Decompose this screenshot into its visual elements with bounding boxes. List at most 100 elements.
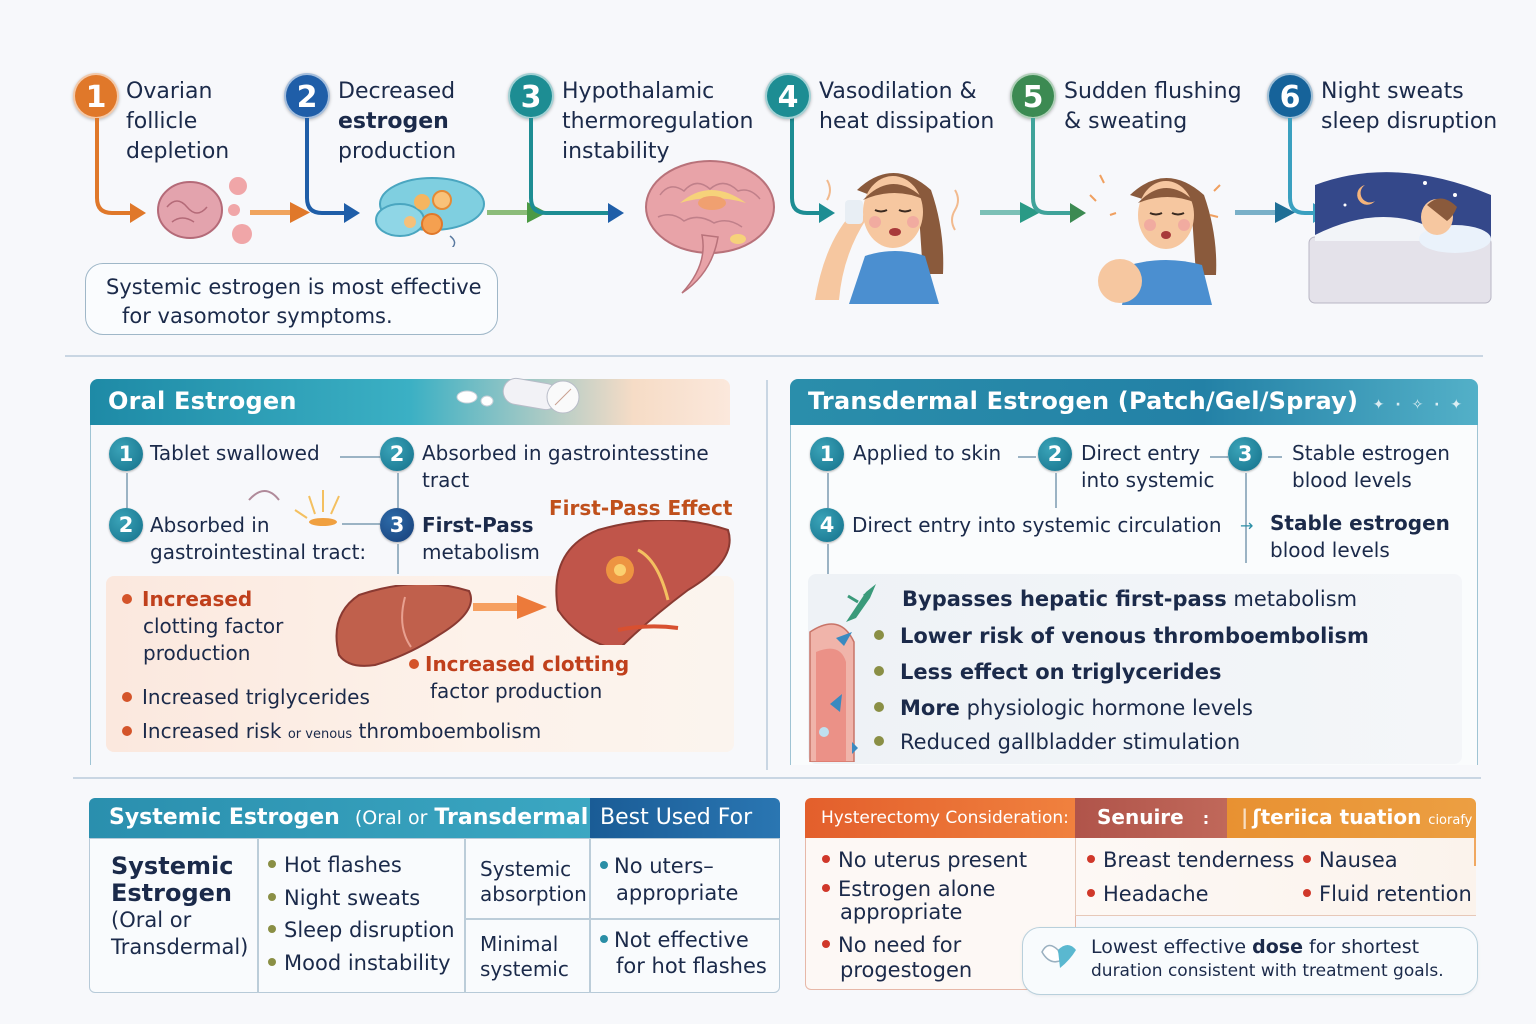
estrogen-cell-icon — [375, 177, 485, 247]
bullet-icon — [122, 691, 132, 702]
td-step-3-number: 3 — [1228, 437, 1262, 471]
bullet-icon — [822, 884, 830, 892]
connector-line — [397, 544, 399, 574]
panel-divider — [766, 380, 768, 770]
section-divider — [73, 777, 1481, 779]
connector-line — [342, 523, 380, 525]
row-divider — [465, 918, 779, 920]
bullet-icon — [874, 736, 884, 746]
step-3-arrow-icon — [529, 118, 624, 223]
skin-layer-icon — [809, 584, 876, 762]
bullet-icon — [122, 593, 132, 604]
sleeping-woman-icon — [1308, 172, 1492, 304]
td-step-1-text: Applied to skin — [853, 441, 1002, 465]
step-4-label: Vasodilation &heat dissipation — [819, 79, 995, 134]
effect-clotting-1: Increased clotting factor production — [122, 586, 283, 667]
arrow-right-icon: → — [1240, 516, 1254, 535]
bullet-icon — [822, 940, 830, 948]
heart-icon — [1041, 944, 1076, 968]
side-effects-header: Senuire : — [1075, 798, 1228, 838]
bullet-icon — [1087, 889, 1095, 897]
connector-line — [1018, 456, 1036, 458]
column-divider — [464, 838, 466, 993]
step-1-arrow-icon — [95, 118, 146, 223]
oral-step-1-number: 1 — [109, 437, 143, 471]
step-4-number: 4 — [765, 73, 811, 119]
effect-triglycerides: Increased triglycerides — [122, 684, 370, 711]
td-step-1-number: 1 — [810, 437, 844, 471]
benefit-item: Less effect on triglycerides — [874, 659, 1221, 686]
bullet-icon — [600, 861, 608, 869]
bullet-icon — [1303, 889, 1311, 897]
side-effect-item: Nausea — [1303, 845, 1398, 876]
bullet-icon — [600, 935, 608, 943]
step-5-label: Sudden flushing& sweating — [1064, 79, 1242, 134]
bullet-icon — [1303, 855, 1311, 863]
symptom-list: Hot flashes Night sweats Sleep disruptio… — [268, 849, 455, 979]
liver-enlarged-icon — [555, 520, 731, 645]
woman-sweating-icon — [1089, 174, 1221, 305]
bullet-icon — [122, 725, 132, 736]
pill-icon — [456, 377, 580, 414]
transdermal-header: Transdermal Estrogen (Patch/Gel/Spray) ✦… — [790, 379, 1478, 441]
dose-note-text: Lowest effective dose for shortest durat… — [1091, 936, 1444, 981]
accent-line — [1474, 838, 1476, 866]
bullet-icon — [268, 860, 276, 868]
best-used-for-header: Best Used For — [590, 798, 780, 838]
column-divider — [257, 838, 259, 993]
systemic-row-label: Systemic Estrogen (Oral or Transdermal) — [111, 852, 249, 960]
effect-clotting-2: Increased clotting factor production — [409, 651, 629, 705]
bullet-icon — [268, 892, 276, 901]
oral-step-2a-number: 2 — [380, 437, 414, 471]
bullet-icon — [268, 957, 276, 966]
step-3-number: 3 — [508, 73, 554, 119]
td-step-4-text: Direct entry into systemic circulation — [852, 513, 1222, 537]
vasomotor-note: Systemic estrogen is most effective for … — [85, 263, 498, 335]
ovary-icon — [157, 177, 252, 244]
systemic-table-header: Systemic Estrogen (Oral or Transdermal — [89, 798, 591, 838]
dose-note-box — [1022, 927, 1478, 995]
step-5-arrow-icon — [1031, 118, 1086, 223]
oral-step-3-number: 3 — [380, 508, 414, 542]
benefits-box — [808, 574, 1462, 764]
connector-line — [1055, 473, 1057, 508]
step-6-number: 6 — [1267, 73, 1313, 119]
connector-line — [340, 456, 380, 458]
section-divider — [65, 355, 1483, 357]
oral-step-1-text: Tablet swallowed — [150, 441, 320, 465]
td-step-2-number: 2 — [1038, 437, 1072, 471]
connector-line — [827, 544, 829, 574]
benefit-item: Bypasses hepatic first-pass metabolism — [902, 587, 1358, 611]
side-effect-item: Fluid retention — [1303, 879, 1472, 910]
column-divider — [589, 838, 591, 993]
connector-line — [1268, 456, 1282, 458]
effect-vte-risk: Increased risk or venous thromboembolism — [122, 718, 541, 748]
best-used-cell-1: No uters– appropriate — [600, 853, 738, 907]
bullet-icon — [874, 702, 884, 712]
systemic-table-body — [89, 838, 780, 993]
hysterectomy-header: Hysterectomy Consideration: — [805, 798, 1076, 838]
connector-line — [397, 473, 399, 508]
flow-arrow-icon — [980, 202, 1040, 223]
flow-arrow-icon — [250, 202, 310, 223]
side-effect-item: Headache — [1087, 879, 1209, 910]
step-4-arrow-icon — [790, 118, 835, 223]
bullet-icon — [874, 630, 884, 640]
bullet-icon — [409, 658, 419, 669]
brain-icon — [645, 160, 775, 294]
connector-line — [1210, 456, 1228, 458]
side-effects-body — [1075, 838, 1476, 916]
benefit-item: Reduced gallbladder stimulation — [874, 729, 1240, 756]
connector-line — [827, 473, 829, 508]
considerations-header: |ʃteriica tuation ciorafy — [1227, 798, 1476, 838]
